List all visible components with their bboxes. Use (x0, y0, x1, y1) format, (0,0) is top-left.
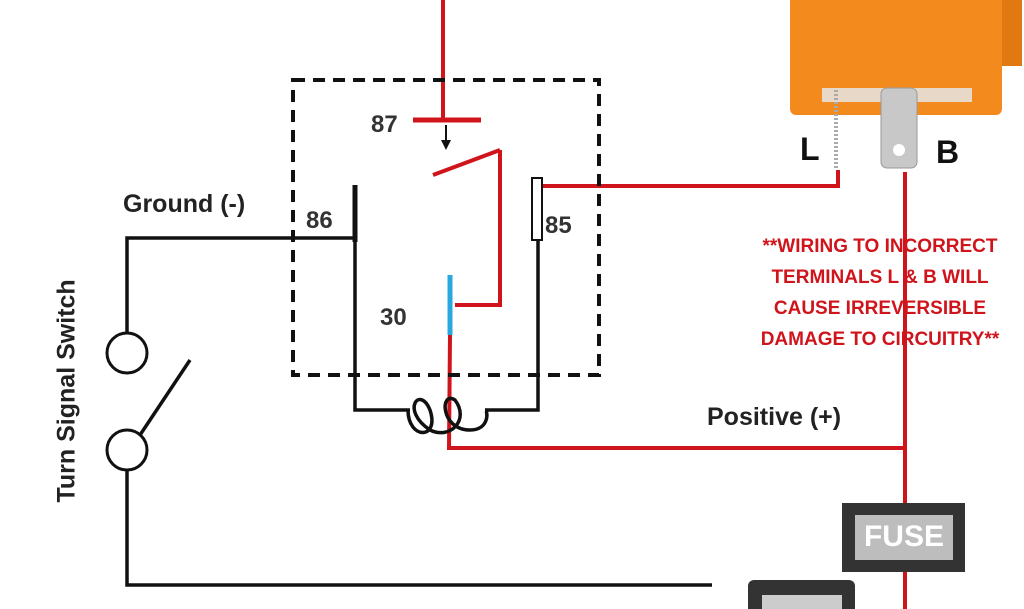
warning-line: TERMINALS L & B WILL (771, 267, 989, 288)
warning-line: DAMAGE TO CIRCUITRY** (760, 329, 1000, 350)
pin-87-label: 87 (371, 111, 398, 138)
arrow-icon (441, 140, 451, 150)
flasher-relay (790, 0, 1022, 170)
ground-wires (125, 185, 712, 587)
pin-86-label: 86 (306, 207, 333, 234)
switch-terminal-top (105, 331, 149, 375)
terminal-b-tab (880, 87, 918, 169)
switch-terminal-bottom (105, 428, 149, 472)
fuse-label: FUSE (863, 520, 944, 553)
terminal-l-label: L (800, 131, 820, 167)
pin-30-label: 30 (380, 304, 407, 331)
turn-signal-switch-label: Turn Signal Switch (52, 279, 81, 503)
warning-line: CAUSE IRREVERSIBLE (773, 298, 987, 319)
terminal-85 (531, 177, 543, 241)
positive-wires (413, 0, 907, 609)
pin-85-label: 85 (545, 212, 572, 239)
warning-line: **WIRING TO INCORRECT (762, 236, 998, 257)
ground-label: Ground (-) (123, 190, 246, 218)
terminal-b-label: B (936, 134, 960, 170)
positive-label: Positive (+) (707, 403, 842, 431)
warning-text: **WIRING TO INCORRECT TERMINALS L & B WI… (725, 231, 1024, 355)
